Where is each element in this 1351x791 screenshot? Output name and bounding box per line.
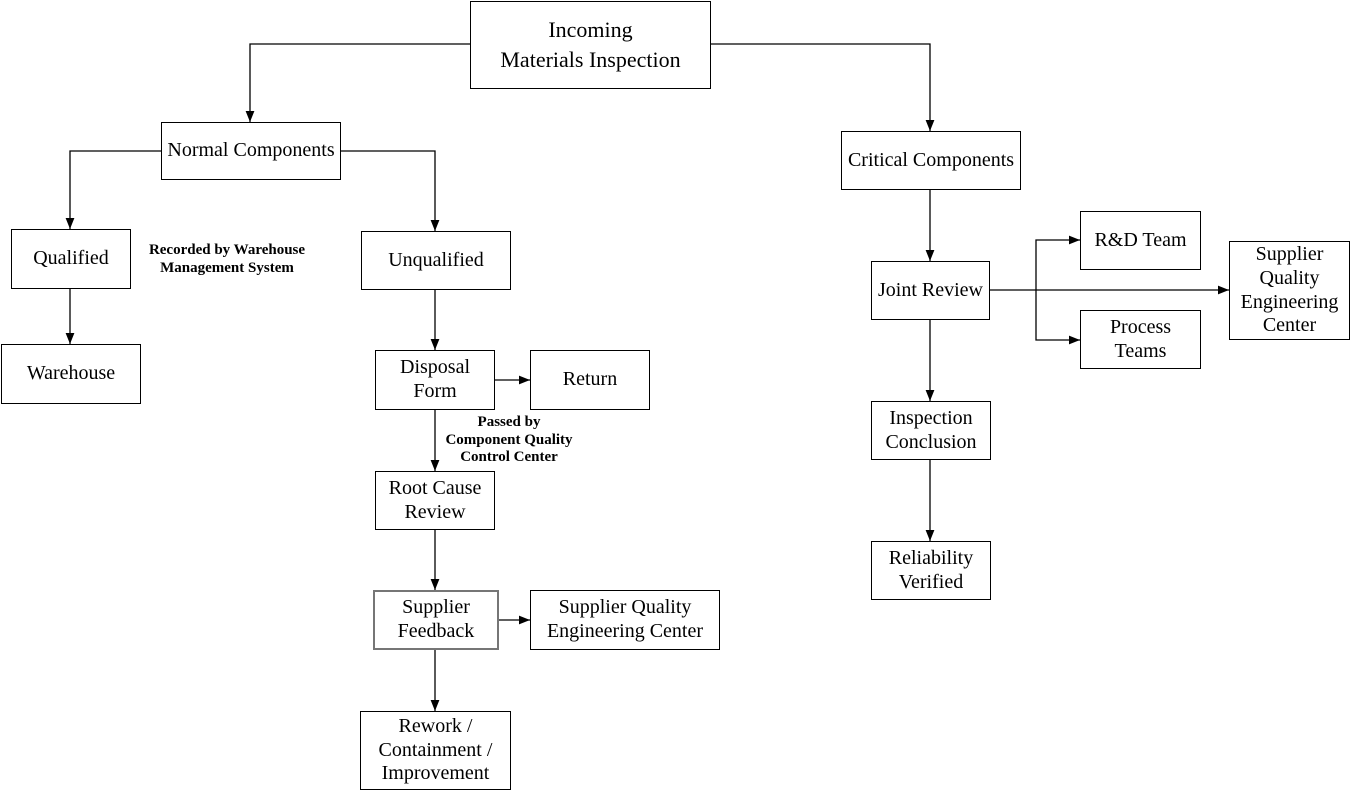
node-critical-components: Critical Components bbox=[841, 131, 1021, 190]
edge-incoming-to-critical bbox=[711, 43, 935, 131]
edge-joint-review-to-process-teams bbox=[1035, 290, 1080, 345]
node-joint-review: Joint Review bbox=[871, 261, 990, 320]
node-process-teams: Process Teams bbox=[1080, 310, 1201, 369]
node-incoming-materials-inspection: Incoming Materials Inspection bbox=[470, 1, 711, 89]
edge-normal-to-qualified bbox=[65, 150, 161, 229]
node-unqualified: Unqualified bbox=[361, 231, 511, 290]
node-normal-components: Normal Components bbox=[161, 122, 341, 180]
note-passed-by-component-quality-control-center: Passed by Component Quality Control Cent… bbox=[445, 414, 573, 466]
edge-incoming-to-normal bbox=[245, 43, 470, 122]
node-rnd-team: R&D Team bbox=[1080, 211, 1201, 270]
node-supplier-quality-engineering-center-right: Supplier Quality Engineering Center bbox=[1229, 241, 1350, 340]
note-recorded-by-warehouse: Recorded by Warehouse Management System bbox=[148, 242, 306, 276]
node-warehouse: Warehouse bbox=[1, 344, 141, 404]
node-qualified: Qualified bbox=[11, 229, 131, 289]
node-reliability-verified: Reliability Verified bbox=[871, 541, 991, 600]
node-supplier-quality-engineering-center-left: Supplier Quality Engineering Center bbox=[530, 590, 720, 650]
node-root-cause-review: Root Cause Review bbox=[375, 471, 495, 530]
node-rework-containment-improvement: Rework / Containment / Improvement bbox=[360, 711, 511, 790]
node-inspection-conclusion: Inspection Conclusion bbox=[871, 401, 991, 460]
node-return: Return bbox=[530, 350, 650, 410]
edge-normal-to-unqualified bbox=[341, 150, 440, 231]
edge-joint-review-to-rnd-team bbox=[1035, 235, 1080, 290]
node-supplier-feedback: Supplier Feedback bbox=[373, 590, 499, 650]
node-disposal-form: Disposal Form bbox=[375, 350, 495, 410]
